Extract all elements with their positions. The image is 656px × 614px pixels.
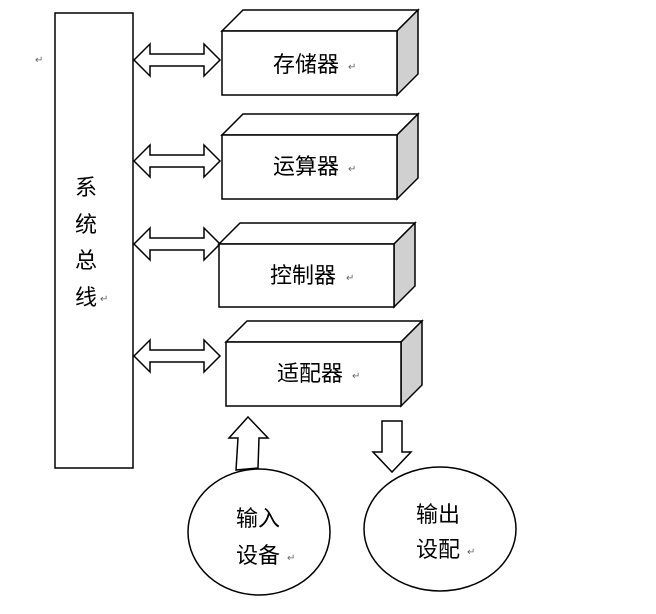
component-adapter: 适配器 ↵	[224, 319, 424, 408]
component-label-controller: 控制器	[270, 264, 336, 289]
system-bus-box	[54, 12, 134, 469]
input-device-line1: 输入	[236, 507, 280, 532]
up-arrow-input	[227, 415, 270, 471]
system-bus-char-3: 总	[75, 249, 97, 274]
system-bus-char-2: 统	[75, 213, 97, 238]
system-bus-char-4: 线	[75, 286, 97, 311]
output-device-line1: 输出	[416, 503, 460, 528]
component-label-alu: 运算器	[273, 155, 339, 180]
paragraph-mark: ↵	[348, 62, 356, 73]
component-storage: 存储器 ↵	[220, 8, 420, 97]
paragraph-mark: ↵	[287, 553, 295, 564]
system-bus-char-1: 系	[75, 176, 97, 201]
bidirectional-arrow-adapter	[132, 338, 222, 374]
input-device: 输入 设备 ↵	[187, 468, 331, 596]
component-controller: 控制器 ↵	[217, 221, 417, 309]
bidirectional-arrow-controller	[132, 226, 222, 262]
output-device-line2: 设配	[416, 538, 460, 563]
paragraph-mark: ↵	[348, 164, 356, 175]
paragraph-mark: ↵	[346, 273, 354, 284]
paragraph-mark: ↵	[35, 55, 43, 66]
bidirectional-arrow-storage	[132, 42, 222, 78]
paragraph-mark: ↵	[100, 294, 108, 305]
component-label-adapter: 适配器	[277, 362, 343, 387]
input-device-line2: 设备	[236, 544, 280, 569]
component-alu: 运算器 ↵	[220, 112, 420, 201]
paragraph-mark: ↵	[352, 371, 360, 382]
bidirectional-arrow-alu	[132, 143, 222, 179]
component-label-storage: 存储器	[273, 53, 339, 78]
output-device: 输出 设配 ↵	[363, 466, 517, 592]
paragraph-mark: ↵	[467, 547, 475, 558]
down-arrow-output	[371, 420, 413, 474]
system-bus: 系 统 总 线 ↵	[54, 12, 134, 469]
